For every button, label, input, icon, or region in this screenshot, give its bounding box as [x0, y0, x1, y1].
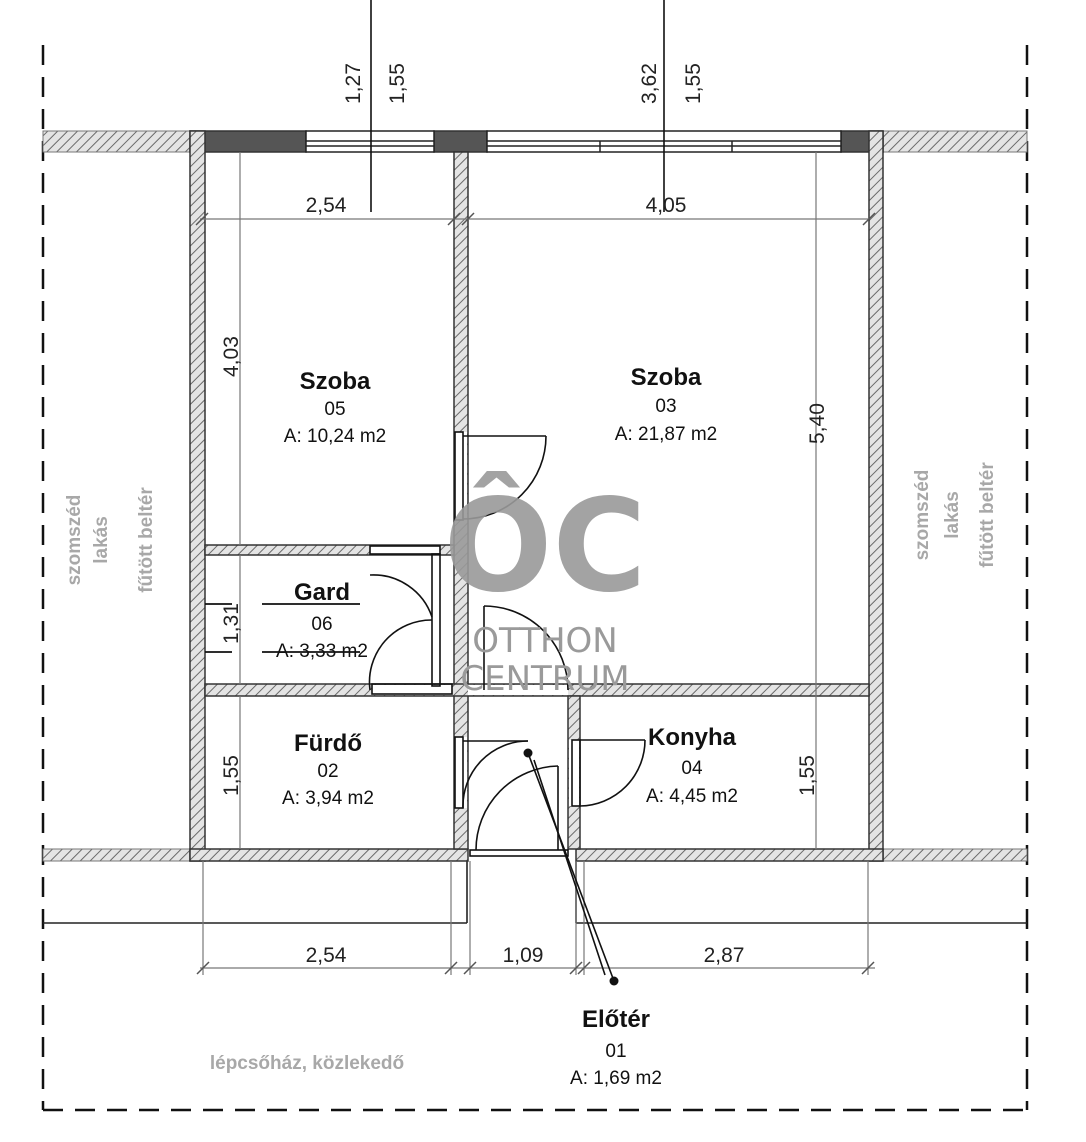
room-area: A: 21,87 m2 [615, 424, 717, 445]
exterior-walls [189, 130, 884, 862]
dim-width-right: 4,05 [646, 194, 687, 217]
room-number: 06 [311, 614, 332, 635]
room-number: 01 [605, 1041, 626, 1062]
dimension-ticks [195, 212, 876, 975]
neighbour-walls [42, 130, 1028, 862]
room-szoba-05: Szoba 05 A: 10,24 m2 [284, 368, 386, 447]
room-area: A: 3,33 m2 [276, 641, 368, 662]
right-label-line-2: lakás [942, 491, 963, 539]
room-area: A: 4,45 m2 [646, 786, 738, 807]
dim-top-right-2: 1,55 [682, 63, 705, 104]
leader-dots [523, 748, 619, 986]
dim-bottom-1: 2,54 [306, 944, 347, 967]
staircase-label: lépcsőház, közlekedő [210, 1053, 404, 1074]
left-label-line-3: fűtött beltér [136, 487, 157, 593]
room-name: Fürdő [294, 730, 362, 757]
dim-height-right: 5,40 [806, 403, 829, 444]
dim-height-kitchen: 1,55 [796, 755, 819, 796]
dim-bottom-2: 1,09 [503, 944, 544, 967]
room-number: 03 [655, 396, 676, 417]
door-openings [370, 432, 579, 860]
room-konyha-04: Konyha 04 A: 4,45 m2 [646, 724, 738, 807]
dim-height-bath: 1,55 [220, 755, 243, 796]
dim-top-left-2: 1,55 [386, 63, 409, 104]
watermark-mark: ÔC [444, 471, 647, 621]
dim-height-left: 4,03 [220, 336, 243, 377]
room-eloter-01: Előtér 01 A: 1,69 m2 [570, 1006, 662, 1089]
right-label-line-1: szomszéd [912, 470, 933, 561]
dim-width-left: 2,54 [306, 194, 347, 217]
left-label-line-1: szomszéd [64, 495, 85, 586]
room-area: A: 1,69 m2 [570, 1068, 662, 1089]
room-name: Szoba [631, 364, 702, 391]
room-furdo-02: Fürdő 02 A: 3,94 m2 [282, 730, 374, 809]
room-number: 04 [681, 758, 703, 779]
room-name: Konyha [648, 724, 737, 751]
dim-bottom-3: 2,87 [704, 944, 745, 967]
room-number: 05 [324, 399, 345, 420]
left-label-line-2: lakás [91, 516, 112, 564]
room-name: Gard [294, 579, 350, 606]
room-area: A: 10,24 m2 [284, 426, 386, 447]
windows [305, 130, 842, 153]
leader-lines [370, 0, 665, 982]
room-area: A: 3,94 m2 [282, 788, 374, 809]
right-neighbour-label: szomszéd lakás fűtött beltér [912, 462, 998, 568]
boundary-dashed-lines [41, 45, 1029, 1112]
right-label-line-3: fűtött beltér [977, 462, 998, 568]
room-szoba-03: Szoba 03 A: 21,87 m2 [615, 364, 717, 445]
room-number: 02 [317, 761, 338, 782]
watermark-line2: CENTRUM [460, 659, 629, 699]
left-neighbour-label: szomszéd lakás fűtött beltér [64, 487, 157, 593]
staircase-lines [43, 861, 1027, 924]
doors [368, 431, 646, 857]
dim-top-left-1: 1,27 [342, 63, 365, 104]
room-name: Előtér [582, 1006, 650, 1033]
dim-height-gard: 1,31 [220, 603, 243, 644]
dim-top-right-1: 3,62 [638, 63, 661, 104]
gard-shelves [205, 603, 360, 653]
watermark: ÔC OTTHON CENTRUM [444, 471, 647, 699]
watermark-line1: OTTHON [472, 621, 617, 661]
room-gard-06: Gard 06 A: 3,33 m2 [276, 579, 368, 662]
room-name: Szoba [300, 368, 371, 395]
